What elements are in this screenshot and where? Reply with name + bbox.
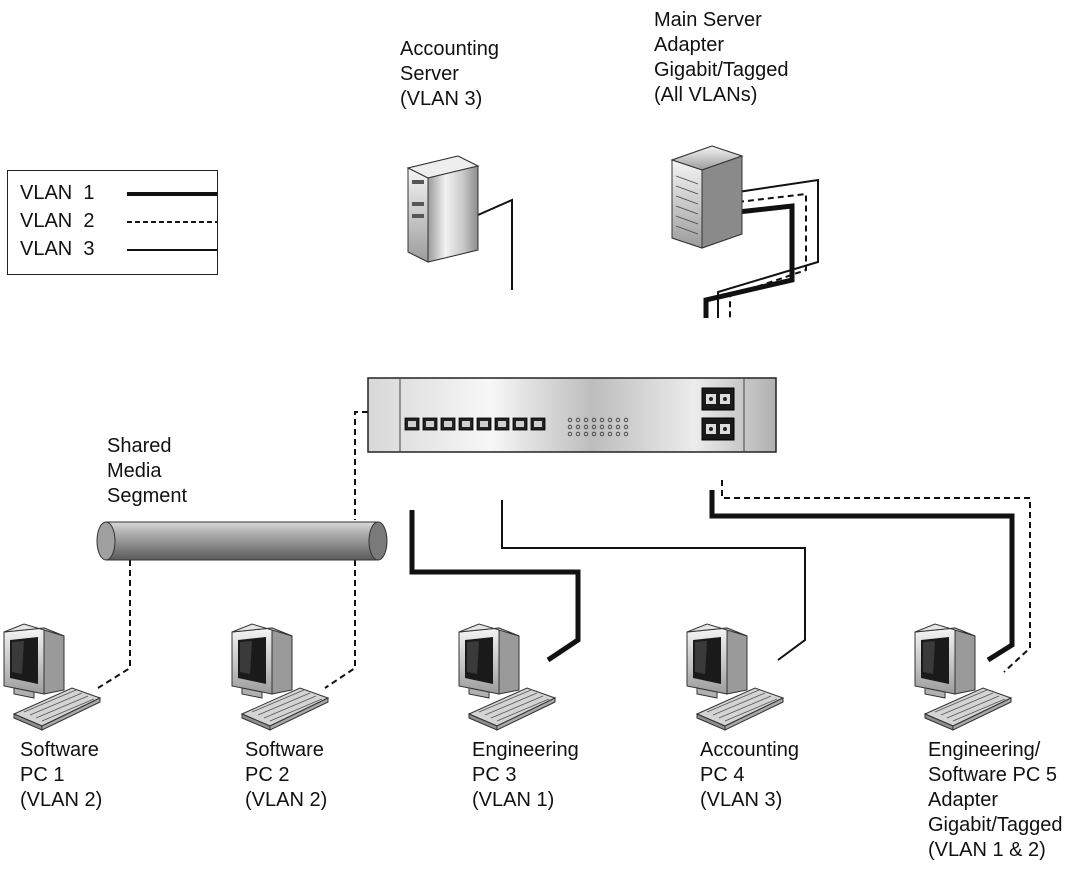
cable-switch-to-segment	[354, 411, 368, 520]
switch-leds	[567, 417, 629, 437]
label-line: Gigabit/Tagged	[928, 814, 1063, 836]
label-pc5: Engineering/ Software PC 5 Adapter Gigab…	[928, 738, 1063, 863]
label-line: Adapter	[654, 34, 725, 56]
legend-line-thick	[127, 192, 217, 196]
accounting-server-icon	[406, 155, 480, 263]
label-line: Engineering	[472, 739, 579, 761]
label-line: PC 3	[472, 764, 517, 786]
label-line: Engineering/	[928, 739, 1041, 761]
legend-label: VLAN	[20, 182, 73, 204]
label-pc1: Software PC 1 (VLAN 2)	[20, 738, 102, 813]
label-line: Media	[107, 460, 162, 482]
label-line: Gigabit/Tagged	[654, 59, 789, 81]
main-server-icon	[670, 145, 744, 249]
switch-uplink-ports	[701, 387, 735, 441]
shared-media-segment-pipe	[96, 521, 388, 561]
label-line: (VLAN 2)	[245, 789, 328, 811]
legend-label: VLAN	[20, 238, 73, 260]
label-main-server: Main Server Adapter Gigabit/Tagged (All …	[654, 8, 789, 108]
legend-line-thin	[127, 249, 217, 251]
label-line: Server	[400, 63, 459, 85]
pc2-icon	[231, 623, 329, 731]
label-line: Software	[245, 739, 324, 761]
pc5-icon	[914, 623, 1012, 731]
label-line: (VLAN 3)	[700, 789, 783, 811]
label-line: Main Server	[654, 9, 762, 31]
pc3-icon	[458, 623, 556, 731]
label-line: Segment	[107, 485, 188, 507]
legend-row-vlan1: VLAN 1	[20, 181, 217, 205]
label-accounting-server: Accounting Server (VLAN 3)	[400, 37, 499, 112]
legend-number: 2	[83, 210, 95, 232]
label-line: (VLAN 3)	[400, 88, 483, 110]
label-line: PC 4	[700, 764, 745, 786]
cable-main-server	[703, 178, 819, 378]
label-line: (VLAN 1 & 2)	[928, 839, 1046, 861]
cable-accounting-server	[477, 198, 513, 378]
cable-pc5	[709, 460, 1031, 673]
legend-number: 3	[83, 238, 95, 260]
label-line: Software PC 5	[928, 764, 1057, 786]
cable-pc1-pc2	[97, 560, 356, 689]
legend-number: 1	[83, 182, 95, 204]
label-line: (VLAN 1)	[472, 789, 555, 811]
legend-row-vlan2: VLAN 2	[20, 209, 217, 233]
label-pc4: Accounting PC 4 (VLAN 3)	[700, 738, 799, 813]
pc4-icon	[686, 623, 784, 731]
legend: VLAN 1 VLAN 2 VLAN 3	[7, 170, 218, 275]
label-line: Adapter	[928, 789, 999, 811]
legend-label: VLAN	[20, 210, 73, 232]
label-pc2: Software PC 2 (VLAN 2)	[245, 738, 327, 813]
label-line: Shared	[107, 435, 172, 457]
label-line: Accounting	[400, 38, 499, 60]
label-line: PC 2	[245, 764, 290, 786]
label-line: (VLAN 2)	[20, 789, 103, 811]
label-shared-media: Shared Media Segment	[107, 434, 187, 509]
label-line: PC 1	[20, 764, 65, 786]
cable-pc3	[409, 460, 581, 663]
network-switch-icon	[367, 377, 777, 453]
label-line: (All VLANs)	[654, 84, 758, 106]
label-line: Software	[20, 739, 99, 761]
legend-row-vlan3: VLAN 3	[20, 237, 217, 261]
label-pc3: Engineering PC 3 (VLAN 1)	[472, 738, 579, 813]
label-line: Accounting	[700, 739, 799, 761]
legend-line-dashed	[127, 221, 217, 223]
pc1-icon	[3, 623, 101, 731]
cable-pc4	[501, 460, 806, 661]
